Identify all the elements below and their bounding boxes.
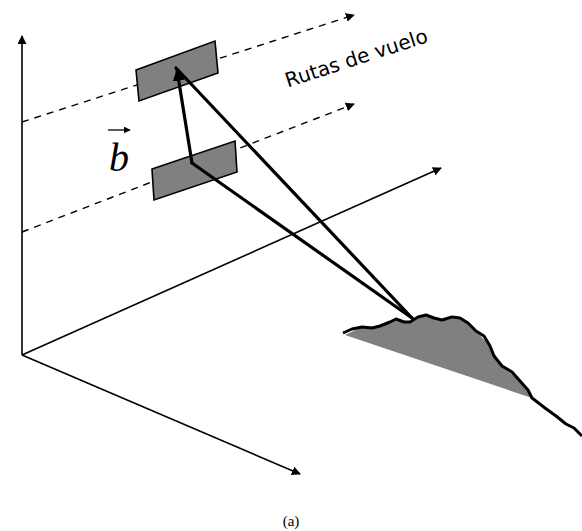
image-frame <box>152 141 237 200</box>
terrain-outline <box>343 315 582 436</box>
vertical-axis <box>21 36 23 355</box>
route-label: Rutas de vuelo <box>282 24 431 93</box>
horizontal-axis <box>22 355 300 474</box>
rays <box>176 68 412 318</box>
flight-routes <box>22 15 354 232</box>
vector-accent <box>108 129 130 130</box>
baseline-vector <box>177 70 192 163</box>
flight-route <box>22 104 354 232</box>
figure-caption: (a) <box>283 513 300 530</box>
vector-label: b <box>109 134 129 181</box>
ray <box>192 163 412 318</box>
ray <box>176 68 412 318</box>
